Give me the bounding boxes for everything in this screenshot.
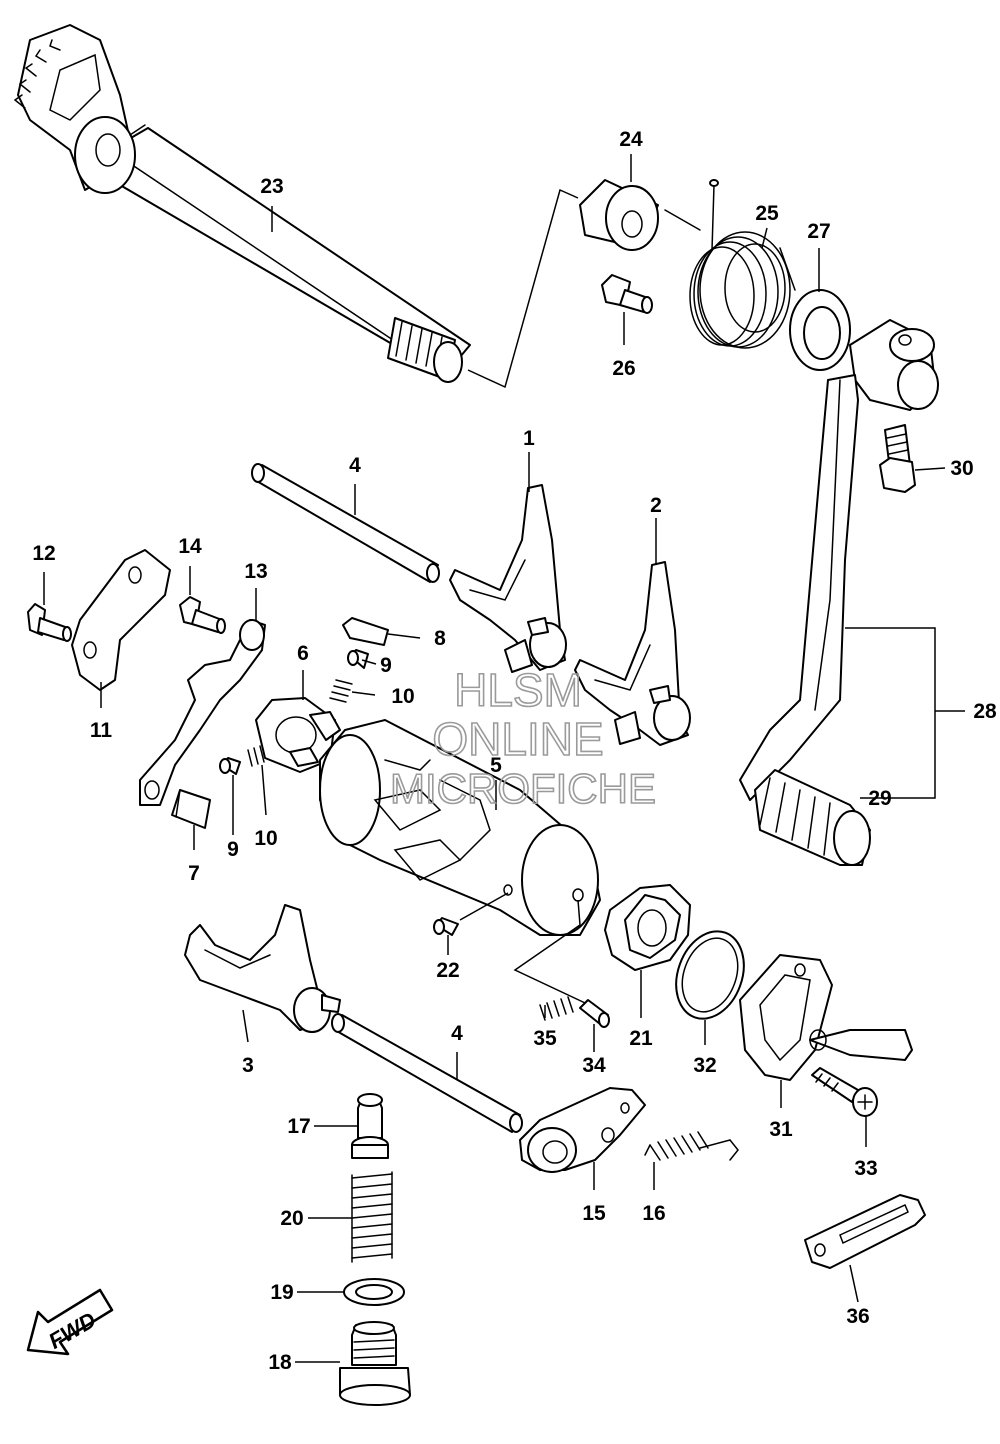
callout-25: 25 bbox=[755, 202, 779, 225]
part-15-shift-arm bbox=[519, 1087, 646, 1173]
part-22-dowel-pin bbox=[433, 917, 459, 936]
callout-15: 15 bbox=[582, 1202, 606, 1225]
part-2-shift-fork bbox=[574, 561, 691, 746]
callout-6: 6 bbox=[297, 642, 309, 665]
callout-30: 30 bbox=[950, 457, 973, 480]
part-1-shift-fork bbox=[449, 484, 567, 673]
callout-13: 13 bbox=[244, 560, 267, 583]
callout-28: 28 bbox=[973, 700, 997, 723]
part-26-bolt bbox=[601, 274, 653, 314]
leader-5-22 bbox=[459, 892, 509, 921]
callout-8: 8 bbox=[434, 627, 446, 650]
part-32-o-ring bbox=[675, 930, 745, 1020]
callout-2: 2 bbox=[650, 494, 662, 517]
leader-23-24 bbox=[467, 188, 579, 389]
part-13-stopper-arm bbox=[139, 619, 266, 806]
callout-23: 23 bbox=[260, 175, 283, 198]
callout-31: 31 bbox=[769, 1118, 793, 1141]
callout-18: 18 bbox=[268, 1351, 292, 1374]
part-8-pawl bbox=[342, 617, 389, 646]
callout-22: 22 bbox=[436, 959, 459, 982]
callout-20: 20 bbox=[280, 1207, 303, 1230]
part-19-washer bbox=[343, 1278, 405, 1306]
callout-11: 11 bbox=[90, 719, 113, 742]
watermark-line-1: HLSM bbox=[454, 664, 582, 716]
callout-4-upper: 4 bbox=[349, 454, 361, 477]
callout-5: 5 bbox=[490, 754, 502, 777]
part-34-pin bbox=[579, 999, 610, 1028]
callout-16: 16 bbox=[642, 1202, 665, 1225]
part-14-screw bbox=[179, 596, 226, 634]
callout-34: 34 bbox=[582, 1054, 606, 1077]
part-17-bolt bbox=[351, 1093, 389, 1159]
callout-29: 29 bbox=[868, 787, 891, 810]
callout-9-lower: 9 bbox=[227, 838, 239, 861]
fwd-arrow-icon: FWD bbox=[26, 1288, 114, 1356]
part-9-pin-lower bbox=[219, 757, 241, 775]
part-16-spring bbox=[644, 1131, 739, 1161]
part-36-bracket bbox=[804, 1194, 926, 1269]
part-4-fork-shaft-upper bbox=[251, 463, 440, 583]
part-10-spring-lower bbox=[247, 743, 271, 767]
callout-1: 1 bbox=[523, 427, 535, 450]
part-24-sleeve bbox=[579, 179, 659, 251]
watermark-line-2: ONLINE bbox=[432, 713, 603, 765]
callout-26: 26 bbox=[612, 357, 635, 380]
part-4-fork-shaft-lower bbox=[331, 1013, 523, 1133]
watermark: HLSM ONLINE MICROFICHE bbox=[389, 663, 657, 813]
part-25-spring bbox=[664, 179, 796, 349]
part-35-spring bbox=[539, 996, 574, 1021]
callout-19: 19 bbox=[270, 1281, 293, 1304]
part-23-shift-shaft bbox=[13, 24, 471, 383]
callout-27: 27 bbox=[807, 220, 830, 243]
callout-12: 12 bbox=[32, 542, 55, 565]
part-18-plug-bolt bbox=[339, 1321, 411, 1406]
callout-leaders bbox=[43, 154, 965, 1363]
part-33-bolt bbox=[811, 1067, 878, 1117]
part-7-block bbox=[171, 789, 211, 829]
callout-32: 32 bbox=[693, 1054, 716, 1077]
part-21-cam-guide bbox=[604, 884, 691, 971]
callout-9-upper: 9 bbox=[380, 654, 392, 677]
callout-24: 24 bbox=[619, 128, 643, 151]
part-28-shift-lever bbox=[739, 319, 939, 801]
part-10-spring-upper bbox=[329, 679, 353, 703]
callout-35: 35 bbox=[533, 1027, 557, 1050]
callout-21: 21 bbox=[629, 1027, 653, 1050]
leader-5-34 bbox=[513, 899, 601, 1011]
callout-4-lower: 4 bbox=[451, 1022, 463, 1045]
callout-33: 33 bbox=[854, 1157, 877, 1180]
callout-7: 7 bbox=[188, 862, 200, 885]
part-11-stopper-plate bbox=[71, 549, 171, 691]
callout-10-upper: 10 bbox=[391, 685, 414, 708]
part-30-bolt bbox=[879, 424, 916, 493]
callout-10-lower: 10 bbox=[254, 827, 277, 850]
callout-14: 14 bbox=[178, 535, 202, 558]
part-27-washer bbox=[789, 289, 851, 371]
part-3-shift-fork bbox=[184, 904, 341, 1033]
watermark-line-3: MICROFICHE bbox=[390, 765, 656, 812]
part-31-cover bbox=[739, 954, 913, 1081]
part-9-pin-upper bbox=[347, 649, 369, 669]
part-6-cam-gear bbox=[255, 697, 341, 773]
callout-36: 36 bbox=[846, 1305, 869, 1328]
callout-17: 17 bbox=[287, 1115, 310, 1138]
part-20-spring bbox=[351, 1171, 393, 1263]
callout-3: 3 bbox=[242, 1054, 254, 1077]
part-29-footpeg-rubber bbox=[754, 769, 871, 866]
callout-labels: 1 2 3 4 4 5 6 7 8 9 9 10 10 11 12 13 14 … bbox=[32, 128, 997, 1374]
part-12-screw bbox=[27, 603, 72, 642]
